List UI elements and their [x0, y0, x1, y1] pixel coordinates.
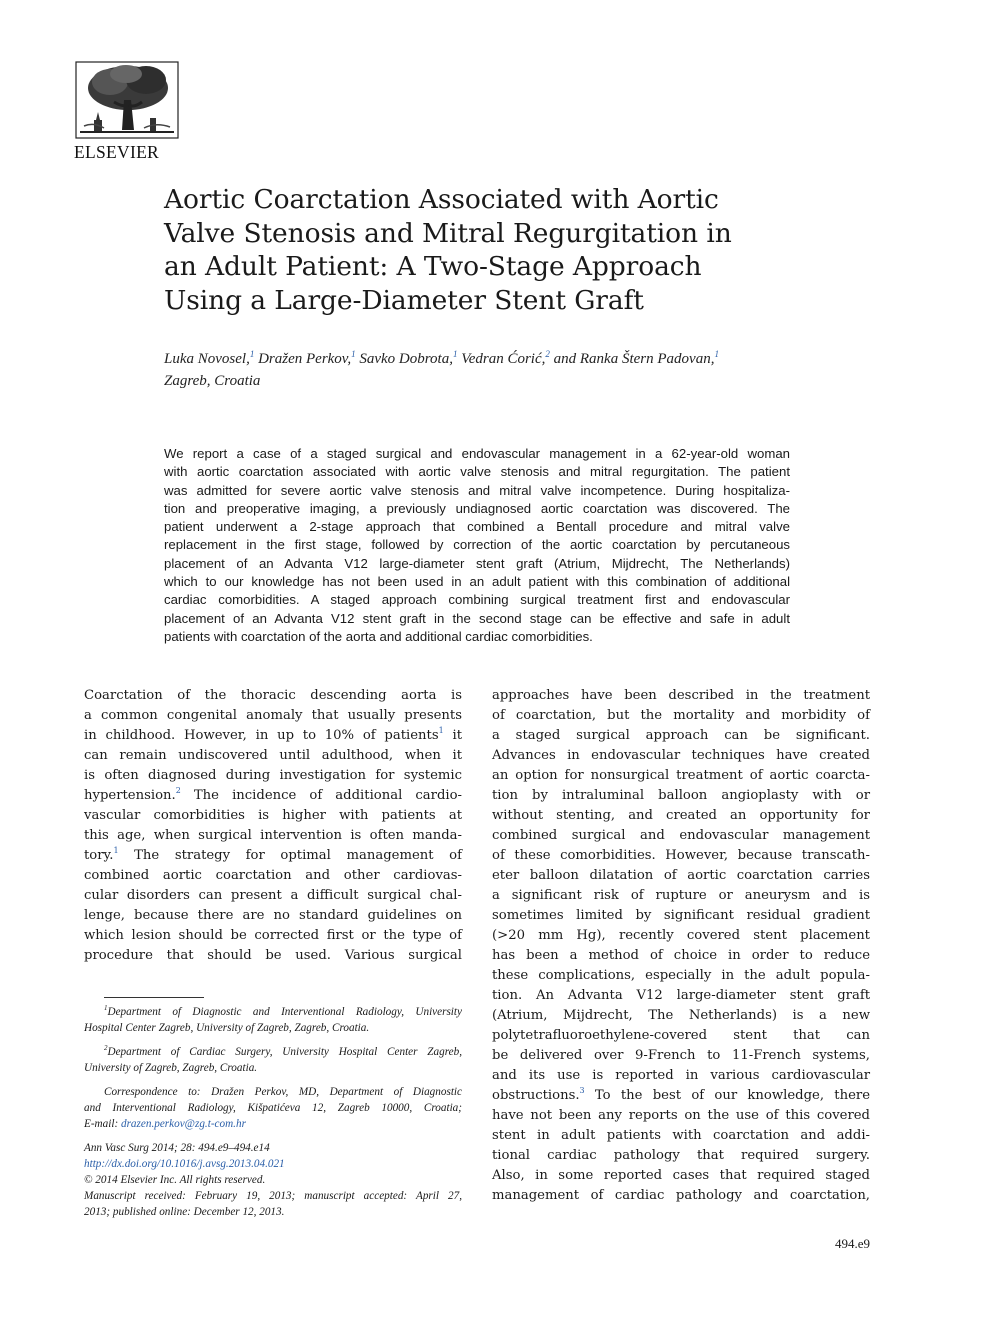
- body-line: lenge, because there are no standard gui…: [84, 908, 462, 923]
- manuscript-dates: 2013; published online: December 12, 201…: [84, 1206, 285, 1218]
- affiliation-ref[interactable]: 2: [545, 349, 550, 359]
- body-line: a staged surgical approach can be signif…: [492, 728, 870, 743]
- body-line: eter balloon dilatation of aortic coarct…: [492, 868, 870, 883]
- correspondence-note: Correspondence to: Dražen Perkov, MD, De…: [104, 1086, 462, 1098]
- body-column-right: approaches have been described in the tr…: [492, 686, 870, 1206]
- elsevier-tree-icon: [75, 61, 179, 139]
- author-name: and Ranka Štern Padovan,: [553, 351, 715, 367]
- elsevier-logo: ELSEVIER: [74, 60, 180, 162]
- body-line: of these comorbidities. However, because…: [492, 848, 870, 863]
- abstract-line: was admitted for severe aortic valve ste…: [164, 482, 790, 498]
- citation-ref[interactable]: 3: [579, 1086, 585, 1095]
- body-line: Also, in some reported cases that requir…: [492, 1168, 870, 1183]
- body-line: an option for nonsurgical treatment of a…: [492, 768, 870, 783]
- body-line: combined surgical and endovascular manag…: [492, 828, 870, 843]
- body-line: obstructions.3 To the best of our knowle…: [492, 1086, 870, 1104]
- body-line: is often diagnosed during investigation …: [84, 768, 462, 783]
- citation-ref[interactable]: 1: [438, 726, 444, 735]
- body-line: can remain undiscovered until adulthood,…: [84, 748, 462, 763]
- body-line: approaches have been described in the tr…: [492, 688, 870, 703]
- body-line: have not been any reports on the use of …: [492, 1108, 870, 1123]
- body-line: Coarctation of the thoracic descending a…: [84, 688, 462, 703]
- correspondence-note: and Interventional Radiology, Kišpatićev…: [84, 1102, 462, 1114]
- body-line: tory.1 The strategy for optimal manageme…: [84, 846, 462, 864]
- abstract-line: tion and preoperative imaging, a previou…: [164, 500, 790, 516]
- body-line: which lesion should be corrected first o…: [84, 928, 462, 943]
- title-line: Valve Stenosis and Mitral Regurgitation …: [164, 217, 732, 249]
- title-line: an Adult Patient: A Two-Stage Approach: [164, 251, 702, 282]
- abstract: We report a case of a staged surgical an…: [164, 445, 790, 646]
- abstract-line: which to our knowledge has not been used…: [164, 574, 790, 590]
- body-line: a common congenital anomaly that usually…: [84, 708, 462, 723]
- author-name: Vedran Ćorić,: [461, 351, 546, 367]
- body-line: sometimes limited by significant residua…: [492, 908, 870, 923]
- copyright-note: © 2014 Elsevier Inc. All rights reserved…: [84, 1174, 266, 1186]
- correspondence-note: E-mail: drazen.perkov@zg.t-com.hr: [84, 1118, 246, 1130]
- abstract-line: with aortic coarctation associated with …: [164, 464, 790, 480]
- body-line: a significant risk of rupture or aneurys…: [492, 888, 870, 903]
- body-line: tional cardiac pathology that required s…: [492, 1148, 870, 1163]
- abstract-line: placement of an Advanta V12 stent graft …: [164, 610, 790, 626]
- title-line: Using a Large-Diameter Stent Graft: [164, 284, 644, 316]
- citation-ref[interactable]: 2: [175, 786, 181, 795]
- abstract-line: placement of an Advanta V12 large-diamet…: [164, 555, 790, 571]
- manuscript-dates: Manuscript received: February 19, 2013; …: [84, 1190, 462, 1202]
- affiliation-note: Hospital Center Zagreb, University of Za…: [84, 1022, 370, 1034]
- body-line: these complications, especially in the a…: [492, 968, 870, 983]
- body-line: stent in adult patients with coarctation…: [492, 1128, 870, 1143]
- body-line: cular disorders can present a difficult …: [84, 888, 462, 903]
- abstract-line: patient underwent a 2-stage approach tha…: [164, 519, 790, 535]
- body-line: (>20 mm Hg), recently covered stent plac…: [492, 928, 870, 943]
- author-name: Dražen Perkov,: [258, 351, 352, 367]
- citation-ref[interactable]: 1: [113, 846, 119, 855]
- body-line: polytetrafluoroethylene-covered stent th…: [492, 1028, 870, 1043]
- author-list: Luka Novosel,1 Dražen Perkov,1 Savko Dob…: [164, 348, 844, 392]
- body-line: tion. An Advanta V12 large-diameter sten…: [492, 988, 870, 1003]
- body-line: be delivered over 9-French to 11-French …: [492, 1048, 870, 1063]
- body-line: Advances in endovascular techniques have…: [492, 748, 870, 763]
- abstract-line: cardiac comorbidities. A staged approach…: [164, 592, 790, 608]
- body-line: without stenting, and created an opportu…: [492, 808, 870, 823]
- body-line: (Atrium, Mijdrecht, The Netherlands) is …: [492, 1008, 870, 1023]
- doi-link[interactable]: http://dx.doi.org/10.1016/j.avsg.2013.04…: [84, 1158, 285, 1170]
- body-line: tion by intraluminal balloon angioplasty…: [492, 788, 870, 803]
- email-link[interactable]: drazen.perkov@zg.t-com.hr: [120, 1118, 246, 1130]
- abstract-line: patients with coarctation of the aorta a…: [164, 628, 593, 644]
- footnote-divider: [104, 997, 204, 998]
- body-line: management of cardiac pathology and coar…: [492, 1188, 870, 1203]
- body-line: combined aortic coarctation and other ca…: [84, 868, 462, 883]
- abstract-line: We report a case of a staged surgical an…: [164, 446, 790, 461]
- affiliation-note: 2Department of Cardiac Surgery, Universi…: [104, 1044, 462, 1059]
- affiliation-ref[interactable]: 1: [351, 349, 356, 359]
- body-line: and its use is reported in various cardi…: [492, 1068, 870, 1083]
- body-line: procedure that should be used. Various s…: [84, 948, 462, 963]
- title-line: Aortic Coarctation Associated with Aorti…: [164, 184, 719, 215]
- page-number: 494.e9: [834, 1236, 870, 1251]
- author-name: Savko Dobrota,: [359, 351, 453, 367]
- affiliation-ref[interactable]: 1: [714, 349, 719, 359]
- body-line: in childhood. However, in up to 10% of p…: [84, 726, 462, 744]
- body-line: hypertension.2 The incidence of addition…: [84, 786, 462, 804]
- body-column-left: Coarctation of the thoracic descending a…: [84, 686, 462, 966]
- affiliation-note: University of Zagreb, Zagreb, Croatia.: [84, 1062, 258, 1074]
- journal-citation: Ann Vasc Surg 2014; 28: 494.e9–494.e14: [84, 1142, 270, 1154]
- affiliation-note: 1Department of Diagnostic and Interventi…: [104, 1004, 462, 1019]
- body-line: has been a method of choice in order to …: [492, 948, 870, 963]
- affiliation-ref[interactable]: 1: [249, 349, 255, 359]
- body-line: this age, when surgical intervention is …: [84, 828, 462, 843]
- elsevier-wordmark: ELSEVIER: [74, 142, 160, 162]
- article-title: Aortic Coarctation Associated with Aorti…: [164, 183, 804, 317]
- body-line: vascular comorbidities is higher with pa…: [84, 808, 462, 823]
- author-name: Luka Novosel,: [164, 351, 250, 367]
- author-location: Zagreb, Croatia: [164, 373, 261, 389]
- footnotes: 1Department of Diagnostic and Interventi…: [84, 1004, 462, 1220]
- abstract-line: replacement in the first stage, followed…: [164, 537, 790, 553]
- affiliation-ref[interactable]: 1: [452, 349, 458, 359]
- body-line: of coarctation, but the mortality and mo…: [492, 708, 870, 723]
